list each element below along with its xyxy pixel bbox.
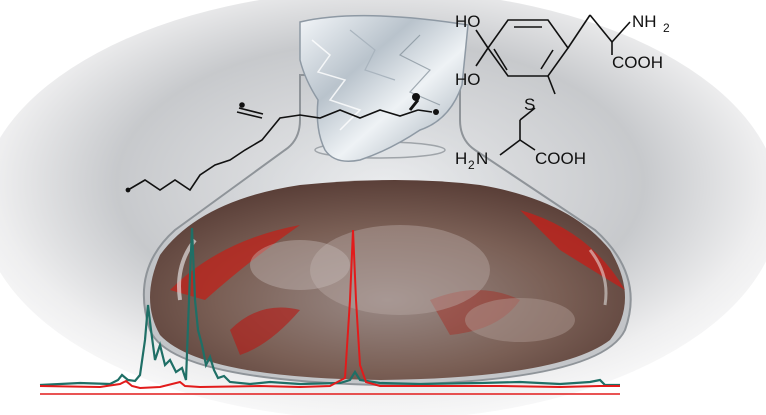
lipid-chain-icon bbox=[125, 93, 439, 193]
foil-cap-icon bbox=[299, 14, 469, 162]
ho-lower-label: HO bbox=[455, 70, 481, 89]
acid-bottom-label: COOH bbox=[535, 149, 586, 168]
ho-upper-label: HO bbox=[455, 12, 481, 31]
amine-bottom-n-label: N bbox=[476, 149, 488, 168]
trace-teal bbox=[39, 227, 620, 387]
molecule-structure: HO HO NH 2 COOH S H 2 N COOH bbox=[455, 12, 670, 172]
sulfur-label: S bbox=[524, 95, 535, 114]
chromatogram-trace-icon bbox=[39, 227, 620, 395]
trace-red bbox=[39, 229, 620, 390]
amine-top-label: NH bbox=[632, 12, 657, 31]
amine-bottom-h-label: H bbox=[455, 149, 467, 168]
amine-top-subscript: 2 bbox=[663, 21, 670, 35]
acid-top-label: COOH bbox=[612, 53, 663, 72]
amine-bottom-subscript: 2 bbox=[468, 158, 475, 172]
